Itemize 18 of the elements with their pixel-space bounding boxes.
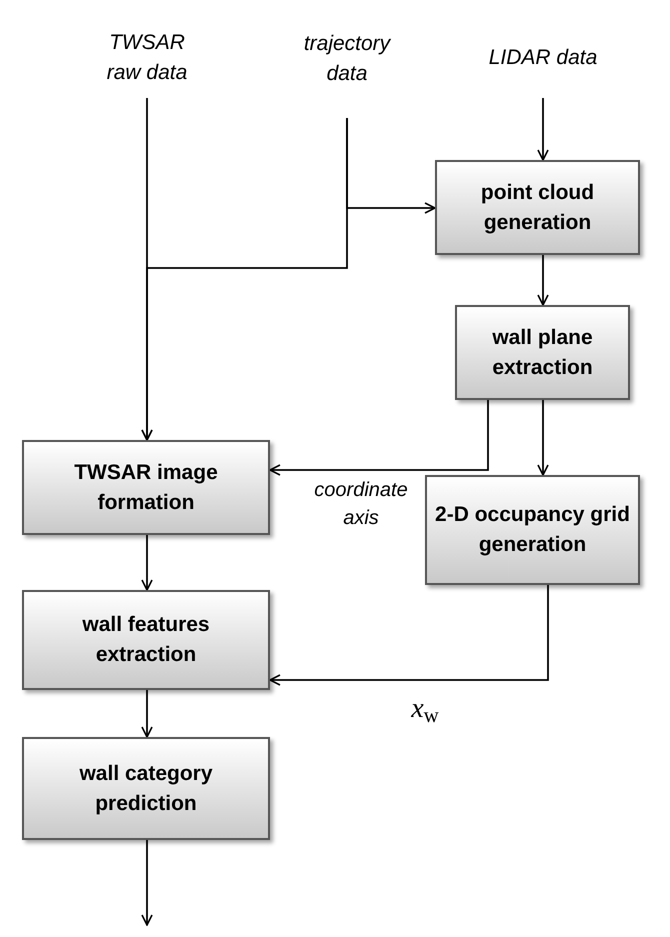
input-label: trajectory data (277, 0, 417, 118)
process-box: wall features extraction (22, 590, 270, 690)
arrow (537, 400, 549, 476)
process-box: 2-D occupancy grid generation (425, 475, 640, 585)
process-box: wall category prediction (22, 737, 270, 840)
arrow (269, 400, 489, 476)
process-box: point cloud generation (435, 160, 640, 255)
arrow (141, 535, 153, 591)
input-label: TWSAR raw data (82, 18, 212, 98)
arrow (537, 255, 549, 306)
arrow (141, 118, 348, 441)
arrow (537, 98, 549, 161)
process-box: wall plane extraction (455, 305, 630, 400)
arrow (141, 840, 153, 926)
input-label: LIDAR data (478, 18, 608, 98)
arrow (269, 585, 549, 686)
process-box: TWSAR image formation (22, 440, 270, 535)
arrow (141, 690, 153, 738)
